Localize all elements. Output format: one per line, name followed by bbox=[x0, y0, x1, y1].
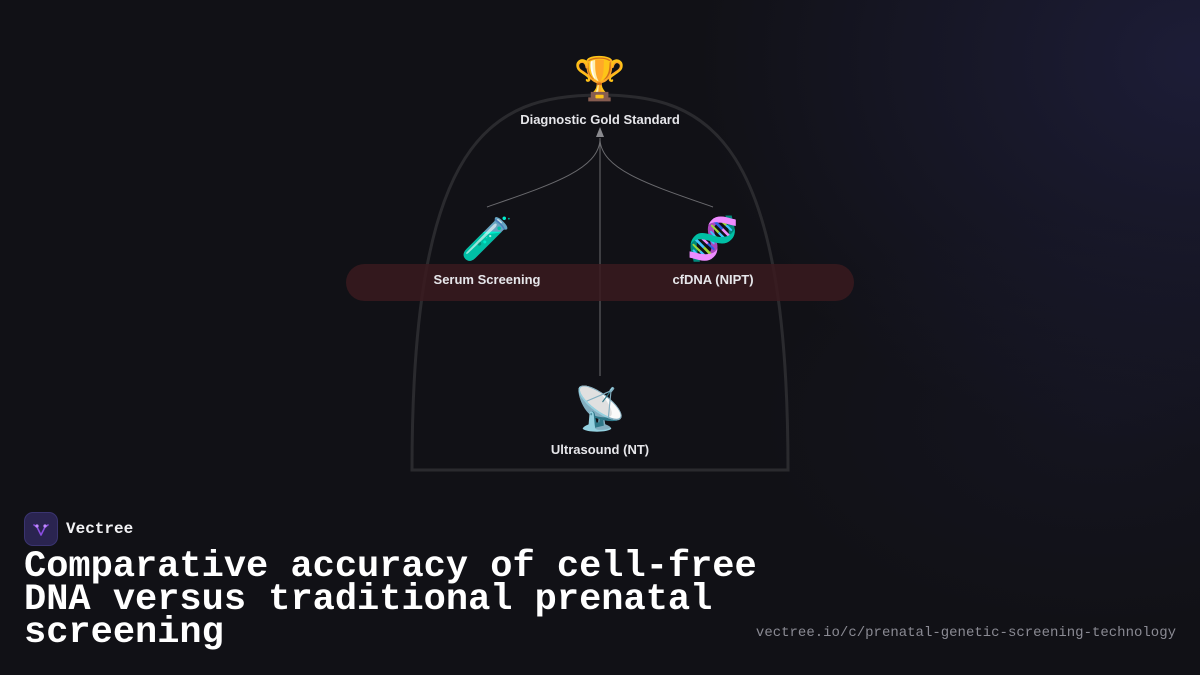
source-url[interactable]: vectree.io/c/prenatal-genetic-screening-… bbox=[755, 625, 1176, 641]
satellite-dish-icon: 📡 bbox=[573, 385, 627, 432]
dna-icon: 🧬 bbox=[686, 215, 740, 262]
node-serum-screening: 🧪 Serum Screening bbox=[377, 214, 597, 287]
node-label: Serum Screening bbox=[433, 272, 541, 287]
trophy-icon: 🏆 bbox=[573, 55, 627, 102]
edge-serum-to-gold bbox=[486, 139, 601, 208]
node-cfdna-nipt: 🧬 cfDNA (NIPT) bbox=[603, 214, 823, 287]
vectree-logo-mark bbox=[33, 524, 49, 536]
vectree-logo-icon bbox=[24, 512, 58, 546]
accuracy-diagram: 🏆 Diagnostic Gold Standard 🧪 Serum Scree… bbox=[346, 54, 854, 472]
test-tube-icon: 🧪 bbox=[460, 215, 514, 262]
brand-name: Vectree bbox=[66, 520, 134, 538]
node-diagnostic-gold-standard: 🏆 Diagnostic Gold Standard bbox=[490, 54, 710, 127]
edge-arrowhead bbox=[596, 127, 604, 137]
page-title: Comparative accuracy of cell-free DNA ve… bbox=[24, 546, 757, 654]
screening-band bbox=[346, 264, 854, 301]
node-label: Diagnostic Gold Standard bbox=[520, 112, 680, 127]
node-label: cfDNA (NIPT) bbox=[672, 272, 754, 287]
node-label: Ultrasound (NT) bbox=[550, 442, 650, 457]
node-ultrasound-nt: 📡 Ultrasound (NT) bbox=[490, 384, 710, 457]
edge-cfdna-to-gold bbox=[599, 139, 714, 208]
brand[interactable]: Vectree bbox=[24, 512, 133, 546]
accuracy-arch bbox=[410, 93, 790, 472]
diagram-lines bbox=[410, 93, 790, 472]
